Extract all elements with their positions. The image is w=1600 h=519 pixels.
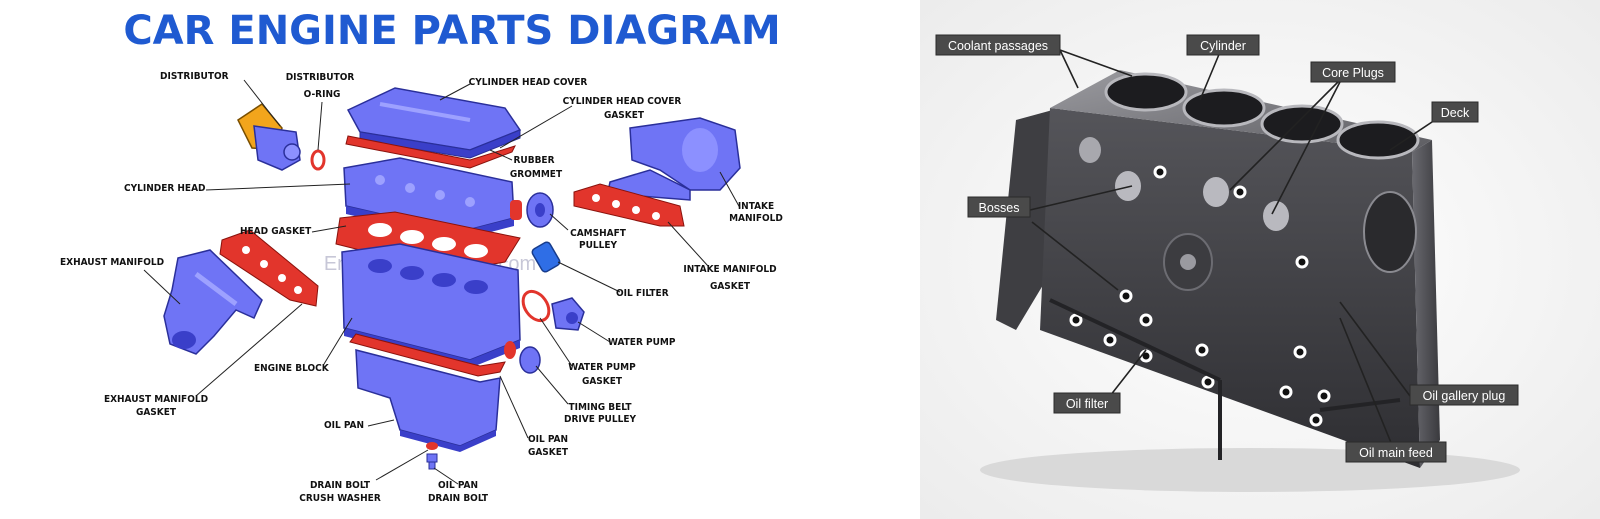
- timing-belt-drive-pulley-part: [504, 341, 541, 374]
- oil-pan-drain-bolt-part: [426, 453, 438, 470]
- oil-pan-part: [355, 349, 501, 452]
- photo-label-oil-main-feed-text: Oil main feed: [1359, 446, 1433, 460]
- rubber-grommet-part: [510, 200, 522, 220]
- label-distributor: DISTRIBUTOR: [160, 71, 229, 82]
- label-oil-pan-drain-bolt-line1: OIL PAN: [438, 480, 478, 491]
- exhaust-manifold-part: [163, 249, 263, 355]
- label-oil-pan-drain-bolt-line2: DRAIN BOLT: [428, 493, 489, 504]
- label-water-pump-gasket-line1: WATER PUMP: [568, 362, 636, 373]
- photo-label-bosses: Bosses: [967, 196, 1031, 218]
- label-exhaust-manifold-gasket-line1: EXHAUST MANIFOLD: [104, 394, 208, 405]
- photo-label-oil-filter: Oil filter: [1053, 392, 1121, 414]
- cylinder-head-cover-gasket-part: [345, 135, 516, 169]
- label-timing-belt-drive-pulley-line2: DRIVE PULLEY: [564, 414, 636, 425]
- photo-label-oil-main-feed: Oil main feed: [1345, 441, 1447, 463]
- label-camshaft-pulley-line1: CAMSHAFT: [570, 228, 627, 239]
- label-timing-belt-drive-pulley-line1: TIMING BELT: [568, 402, 632, 413]
- label-camshaft-pulley-line2: PULLEY: [579, 240, 618, 251]
- photo-label-coolant-passages: Coolant passages: [935, 34, 1061, 56]
- label-cylinder-head: CYLINDER HEAD: [124, 183, 206, 194]
- oil-filter-part: [531, 241, 561, 273]
- label-intake-manifold-gasket-line1: INTAKE MANIFOLD: [683, 264, 776, 275]
- label-oil-pan-gasket-line1: OIL PAN: [528, 434, 568, 445]
- label-cylinder-head-cover-gasket-line1: CYLINDER HEAD COVER: [563, 96, 682, 107]
- engine-block-illustration: Coolant passages Cylinder Core Plugs Dec…: [920, 0, 1600, 519]
- photo-label-deck-text: Deck: [1441, 106, 1470, 120]
- label-cylinder-head-cover-gasket-line2: GASKET: [604, 110, 645, 121]
- intake-manifold-gasket-part: [573, 183, 685, 227]
- label-water-pump-gasket-line2: GASKET: [582, 376, 623, 387]
- engine-parts-diagram-panel: CAR ENGINE PARTS DIAGRAM EngineeringChoi…: [60, 8, 783, 504]
- photo-label-cylinder-text: Cylinder: [1200, 39, 1246, 53]
- label-exhaust-manifold-gasket-line2: GASKET: [136, 407, 177, 418]
- photo-label-core-plugs: Core Plugs: [1310, 61, 1396, 83]
- engine-block-part: [341, 243, 521, 368]
- label-head-gasket: HEAD GASKET: [240, 226, 312, 237]
- label-intake-manifold-line1: INTAKE: [738, 201, 774, 212]
- camshaft-pulley-part: [526, 192, 554, 228]
- photo-label-oil-gallery-plug-text: Oil gallery plug: [1423, 389, 1506, 403]
- label-water-pump: WATER PUMP: [608, 337, 676, 348]
- label-engine-block: ENGINE BLOCK: [254, 363, 330, 374]
- oil-pan-gasket-part: [349, 333, 506, 377]
- label-oil-pan: OIL PAN: [324, 420, 364, 431]
- label-distributor-oring-line2: O-RING: [304, 89, 341, 100]
- distributor-oring-part: [310, 149, 326, 171]
- label-distributor-oring-line1: DISTRIBUTOR: [286, 72, 355, 83]
- label-exhaust-manifold: EXHAUST MANIFOLD: [60, 257, 164, 268]
- intake-manifold-part: [607, 117, 741, 201]
- label-drain-bolt-crush-washer-line1: DRAIN BOLT: [310, 480, 371, 491]
- distributor-part: [237, 103, 301, 171]
- exhaust-manifold-gasket-part: [219, 229, 319, 307]
- drain-bolt-crush-washer-part: [426, 442, 438, 450]
- leader-lines: [143, 79, 741, 485]
- label-oil-filter: OIL FILTER: [616, 288, 669, 299]
- engine-block-photo-panel: Coolant passages Cylinder Core Plugs Dec…: [920, 0, 1600, 519]
- water-pump-gasket-part: [521, 289, 551, 323]
- label-intake-manifold-gasket-line2: GASKET: [710, 281, 751, 292]
- diagram-title: CAR ENGINE PARTS DIAGRAM: [123, 8, 780, 54]
- photo-label-oil-filter-text: Oil filter: [1066, 397, 1108, 411]
- label-rubber-grommet-line2: GROMMET: [510, 169, 563, 180]
- label-drain-bolt-crush-washer-line2: CRUSH WASHER: [299, 493, 381, 504]
- photo-label-oil-gallery-plug: Oil gallery plug: [1409, 384, 1519, 406]
- label-cylinder-head-cover: CYLINDER HEAD COVER: [469, 77, 588, 88]
- engine-block-body: [996, 70, 1440, 468]
- photo-label-core-plugs-text: Core Plugs: [1322, 66, 1384, 80]
- photo-leader-lines: [1029, 49, 1439, 451]
- photo-label-coolant-passages-text: Coolant passages: [948, 39, 1048, 53]
- label-intake-manifold-line2: MANIFOLD: [729, 213, 783, 224]
- photo-label-cylinder: Cylinder: [1186, 34, 1260, 56]
- label-oil-pan-gasket-line2: GASKET: [528, 447, 569, 458]
- engine-parts-diagram: CAR ENGINE PARTS DIAGRAM EngineeringChoi…: [60, 8, 783, 504]
- photo-label-bosses-text: Bosses: [979, 201, 1020, 215]
- label-rubber-grommet-line1: RUBBER: [513, 155, 554, 166]
- head-gasket-part: [335, 211, 521, 273]
- photo-label-deck: Deck: [1431, 101, 1479, 123]
- water-pump-part: [551, 297, 585, 331]
